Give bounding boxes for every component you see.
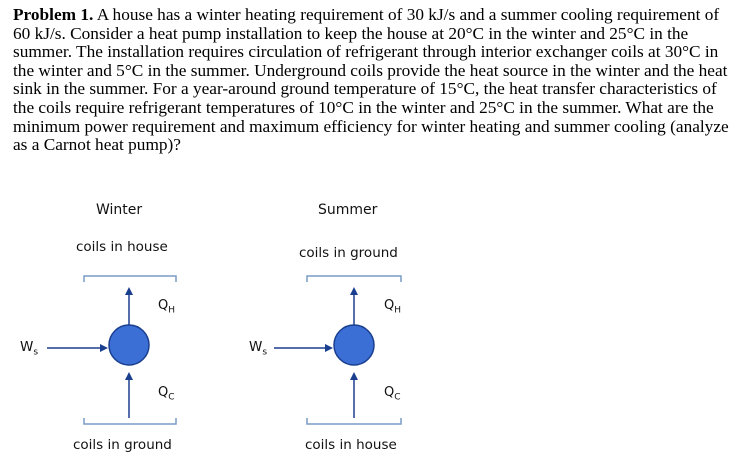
summer-ws-sub: s [262,347,268,358]
summer-ws-symbol: W [249,339,263,355]
winter-qh-sub: H [168,305,176,316]
winter-top-coil-line [83,275,177,282]
winter-top-coil-label: coils in house [76,239,168,255]
summer-qh-symbol: Q [384,298,395,313]
winter-qc-label: QC [158,385,175,403]
winter-qc-sub: C [168,392,175,403]
problem-statement: Problem 1. A house has a winter heating … [13,5,735,155]
summer-qh-label: QH [384,298,401,316]
winter-qc-symbol: Q [158,385,169,400]
winter-title: Winter [96,202,143,218]
summer-qc-sub: C [394,392,401,403]
winter-qh-label: QH [158,298,175,316]
summer-bottom-coil-label: coils in house [305,437,397,453]
winter-ws-sub: s [33,347,39,358]
summer-ws-label: Ws [249,339,267,358]
summer-title: Summer [318,202,378,218]
summer-bottom-coil-line [306,418,402,425]
winter-bottom-coil-line [83,418,177,425]
winter-qh-symbol: Q [158,298,169,313]
summer-heat-pump [333,324,375,366]
summer-qc-symbol: Q [384,385,395,400]
problem-text: A house has a winter heating requirement… [13,5,729,155]
summer-qh-sub: H [394,305,402,316]
winter-ws-label: Ws [20,339,38,358]
summer-top-coil-label: coils in ground [299,245,398,261]
winter-bottom-coil-label: coils in ground [73,437,172,453]
summer-top-coil-line [306,275,402,282]
winter-ws-symbol: W [20,339,34,355]
problem-label: Problem 1. [13,5,94,24]
winter-heat-pump [108,324,150,366]
winter-diagram [47,275,177,425]
summer-qc-label: QC [384,385,401,403]
summer-diagram [274,275,402,425]
